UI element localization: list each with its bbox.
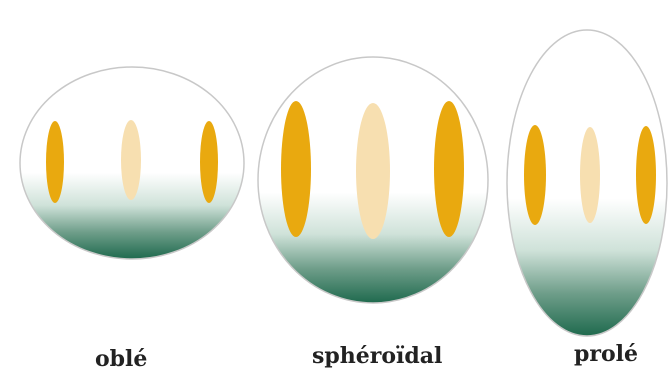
oblate-body xyxy=(20,67,244,259)
oblate-center-lobe xyxy=(121,120,141,200)
prolate-left-lobe xyxy=(524,125,546,225)
prolate-label: prolé xyxy=(574,343,638,365)
spheroidal-right-lobe xyxy=(434,101,464,237)
spheroidal-center-lobe xyxy=(356,103,390,239)
spheroidal-left-lobe xyxy=(281,101,311,237)
oblate-label: oblé xyxy=(95,348,147,370)
prolate-center-lobe xyxy=(580,127,600,223)
spheroidal-body xyxy=(258,57,488,303)
spheroidal-label: sphéroïdal xyxy=(312,345,442,367)
oblate-left-lobe xyxy=(46,121,64,203)
prolate-right-lobe xyxy=(636,126,656,224)
oblate-right-lobe xyxy=(200,121,218,203)
prolate-body xyxy=(507,30,667,336)
